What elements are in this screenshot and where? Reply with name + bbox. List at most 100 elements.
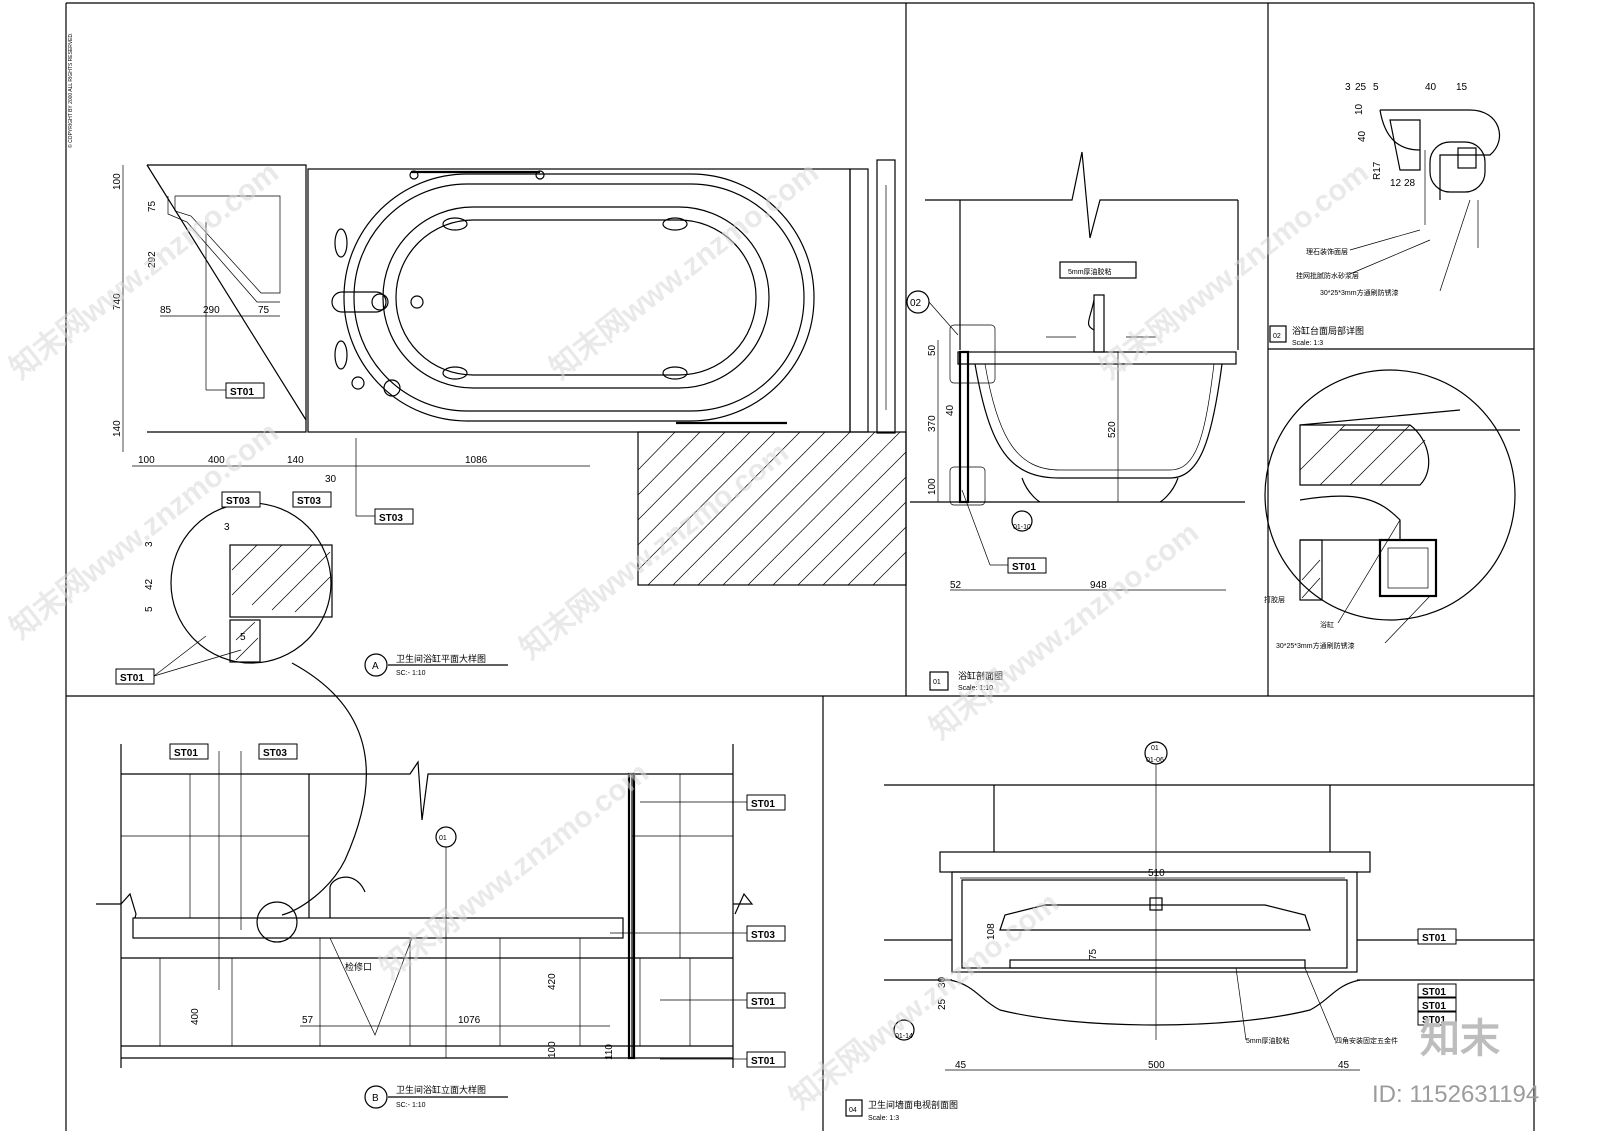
brand-logo: 知末 <box>1420 1017 1500 1061</box>
svg-text:42: 42 <box>144 578 155 590</box>
svg-text:290: 290 <box>203 305 220 316</box>
svg-text:25: 25 <box>1355 82 1367 93</box>
svg-text:45: 45 <box>955 1060 967 1071</box>
svg-text:挂网批腻防水砂浆层: 挂网批腻防水砂浆层 <box>1296 271 1359 280</box>
svg-text:ST03: ST03 <box>297 496 321 507</box>
svg-text:75: 75 <box>147 200 158 212</box>
svg-text:420: 420 <box>547 973 558 990</box>
svg-text:ST01: ST01 <box>1012 562 1036 573</box>
svg-text:SC:- 1:10: SC:- 1:10 <box>396 670 426 677</box>
svg-text:520: 520 <box>1107 421 1118 438</box>
svg-text:Scale: 1:10: Scale: 1:10 <box>958 685 993 692</box>
svg-text:740: 740 <box>112 293 123 310</box>
svg-text:ST01: ST01 <box>751 799 775 810</box>
svg-text:ST03: ST03 <box>379 513 403 524</box>
drawing-id: ID: 1152631194 <box>1372 1081 1539 1108</box>
svg-text:100: 100 <box>138 455 155 466</box>
svg-text:52: 52 <box>950 580 962 591</box>
svg-text:ST03: ST03 <box>226 496 250 507</box>
svg-text:30*25*3mm方通刷防锈漆: 30*25*3mm方通刷防锈漆 <box>1320 288 1399 297</box>
svg-text:108: 108 <box>986 923 997 940</box>
svg-text:510: 510 <box>1148 868 1165 879</box>
svg-text:A: A <box>372 661 379 672</box>
svg-text:30: 30 <box>325 474 337 485</box>
svg-text:知末网www.znzmo.com: 知末网www.znzmo.com <box>514 436 795 666</box>
svg-text:知末网www.znzmo.com: 知末网www.znzmo.com <box>4 156 285 386</box>
svg-text:浴缸台面局部详图: 浴缸台面局部详图 <box>1292 325 1364 336</box>
svg-text:ST03: ST03 <box>751 930 775 941</box>
svg-text:ST01: ST01 <box>120 673 144 684</box>
svg-text:400: 400 <box>190 1008 201 1025</box>
svg-text:10: 10 <box>1354 103 1365 115</box>
svg-text:40: 40 <box>1425 82 1437 93</box>
svg-text:75: 75 <box>1088 948 1099 960</box>
svg-text:卫生间墙面电视剖面图: 卫生间墙面电视剖面图 <box>868 1099 958 1110</box>
svg-text:948: 948 <box>1090 580 1107 591</box>
tub-elevation: 检修口 ST01 ST03 ST01 ST03 ST01 ST01 01 400… <box>96 743 786 1109</box>
svg-text:01-06: 01-06 <box>1146 757 1164 764</box>
svg-text:04: 04 <box>849 1107 857 1114</box>
svg-text:ST01: ST01 <box>174 748 198 759</box>
svg-text:ST01: ST01 <box>751 1056 775 1067</box>
svg-text:浴缸: 浴缸 <box>1320 620 1334 629</box>
svg-text:75: 75 <box>258 305 270 316</box>
svg-text:5: 5 <box>240 632 246 643</box>
svg-text:12: 12 <box>1390 178 1402 189</box>
svg-text:3: 3 <box>144 541 155 547</box>
svg-text:40: 40 <box>945 404 956 416</box>
svg-text:45: 45 <box>1338 1060 1350 1071</box>
svg-text:30: 30 <box>937 976 948 988</box>
svg-text:卫生间浴缸立面大样图: 卫生间浴缸立面大样图 <box>396 1084 486 1095</box>
svg-text:40: 40 <box>1357 130 1368 142</box>
svg-text:500: 500 <box>1148 1060 1165 1071</box>
svg-text:3: 3 <box>1345 82 1351 93</box>
svg-text:ST01: ST01 <box>1422 1001 1446 1012</box>
deck-detail: 3 25 5 40 15 10 40 R17 12 28 理石装饰面层 挂网批腻… <box>1264 82 1520 650</box>
svg-text:理石装饰面层: 理石装饰面层 <box>1306 247 1348 256</box>
svg-text:01-10: 01-10 <box>1013 524 1031 531</box>
svg-text:知末网www.znzmo.com: 知末网www.znzmo.com <box>784 886 1065 1116</box>
svg-text:R17: R17 <box>1372 161 1383 180</box>
svg-text:400: 400 <box>208 455 225 466</box>
svg-text:1086: 1086 <box>465 455 488 466</box>
svg-text:Scale: 1:3: Scale: 1:3 <box>1292 340 1323 347</box>
svg-text:SC:- 1:10: SC:- 1:10 <box>396 1102 426 1109</box>
svg-text:ST01: ST01 <box>1422 1015 1446 1026</box>
svg-text:ST01: ST01 <box>1422 933 1446 944</box>
svg-text:B: B <box>372 1093 379 1104</box>
tv-section: 01 01-06 510 108 75 25 30 01-14 45 500 4… <box>845 741 1534 1122</box>
svg-text:30*25*3mm方通刷防锈漆: 30*25*3mm方通刷防锈漆 <box>1276 641 1355 650</box>
svg-text:5: 5 <box>1373 82 1379 93</box>
svg-text:ST01: ST01 <box>751 997 775 1008</box>
svg-text:检修口: 检修口 <box>345 961 372 972</box>
svg-text:5: 5 <box>144 606 155 612</box>
svg-text:02: 02 <box>910 298 922 309</box>
tag-st03-plan: ST03 <box>374 508 414 525</box>
svg-text:ST03: ST03 <box>263 748 287 759</box>
sheet-frame <box>65 2 1535 1131</box>
svg-text:01-14: 01-14 <box>895 1033 913 1040</box>
plan-view: 100 75 292 740 140 85 290 75 100 400 140… <box>112 159 907 916</box>
svg-text:50: 50 <box>927 344 938 356</box>
svg-text:370: 370 <box>927 415 938 432</box>
svg-text:100: 100 <box>927 478 938 495</box>
svg-text:292: 292 <box>147 251 158 268</box>
svg-text:01: 01 <box>1151 745 1159 752</box>
svg-text:110: 110 <box>604 1044 615 1060</box>
svg-text:浴缸剖面图: 浴缸剖面图 <box>958 670 1003 681</box>
svg-text:打胶层: 打胶层 <box>1264 595 1285 604</box>
svg-text:卫生间浴缸平面大样图: 卫生间浴缸平面大样图 <box>396 653 486 664</box>
svg-text:15: 15 <box>1456 82 1468 93</box>
svg-text:01: 01 <box>933 679 941 686</box>
copyright-text: © COPYRIGHT BY 2000 ALL RIGHTS RESERVED. <box>67 33 74 149</box>
svg-text:ST01: ST01 <box>1422 987 1446 998</box>
svg-text:85: 85 <box>160 305 172 316</box>
svg-text:知末网www.znzmo.com: 知末网www.znzmo.com <box>924 516 1205 746</box>
svg-text:3: 3 <box>224 522 230 533</box>
svg-text:1076: 1076 <box>458 1015 481 1026</box>
svg-text:知末网www.znzmo.com: 知末网www.znzmo.com <box>374 756 655 986</box>
svg-text:57: 57 <box>302 1015 314 1026</box>
svg-text:01: 01 <box>439 835 447 842</box>
